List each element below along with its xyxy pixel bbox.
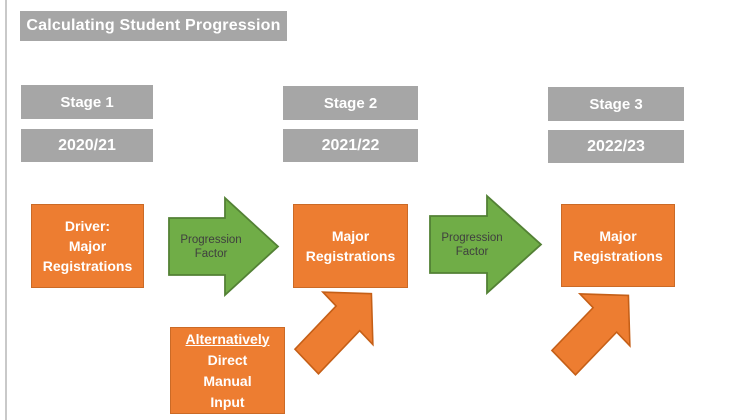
box-line: Major bbox=[68, 238, 107, 254]
stage-1-year: 2020/21 bbox=[21, 129, 153, 162]
stage-2-header: Stage 2 bbox=[283, 86, 418, 120]
manual-input-up-right-arrow-1 bbox=[293, 291, 374, 375]
stage-1-header: Stage 1 bbox=[21, 85, 153, 119]
major-registrations-box-stage-2: Major Registrations bbox=[293, 204, 408, 288]
stage-3-header: Stage 3 bbox=[548, 87, 684, 121]
major-registrations-box-stage-3: Major Registrations bbox=[561, 204, 675, 287]
progression-factor-label: Progression Factor bbox=[180, 233, 242, 260]
slide-edge-line bbox=[5, 0, 7, 420]
manual-input-up-right-arrow-2 bbox=[550, 293, 631, 377]
progression-factor-arrow-1: Progression Factor bbox=[168, 196, 280, 297]
stage-2-year: 2021/22 bbox=[283, 129, 418, 162]
driver-major-registrations-box: Driver: Major Registrations bbox=[31, 204, 144, 288]
box-line: Major bbox=[331, 228, 370, 244]
progression-factor-label: Progression Factor bbox=[441, 231, 503, 258]
box-line: Registrations bbox=[42, 258, 133, 274]
box-line: Major bbox=[599, 227, 637, 244]
manual-input-box: Alternatively Direct Manual Input bbox=[170, 327, 285, 414]
box-line: Registrations bbox=[573, 247, 663, 264]
box-line: Direct bbox=[207, 351, 248, 368]
box-line: Registrations bbox=[305, 248, 396, 264]
box-line: Input bbox=[210, 393, 245, 410]
right-block-arrow-icon bbox=[168, 196, 280, 297]
box-line: Manual bbox=[203, 372, 252, 389]
page-title: Calculating Student Progression bbox=[20, 11, 287, 41]
progression-factor-arrow-2: Progression Factor bbox=[429, 194, 543, 295]
box-line: Alternatively bbox=[185, 330, 270, 347]
box-line: Driver: bbox=[64, 218, 111, 234]
stage-3-year: 2022/23 bbox=[548, 130, 684, 163]
right-block-arrow-icon bbox=[429, 194, 543, 295]
